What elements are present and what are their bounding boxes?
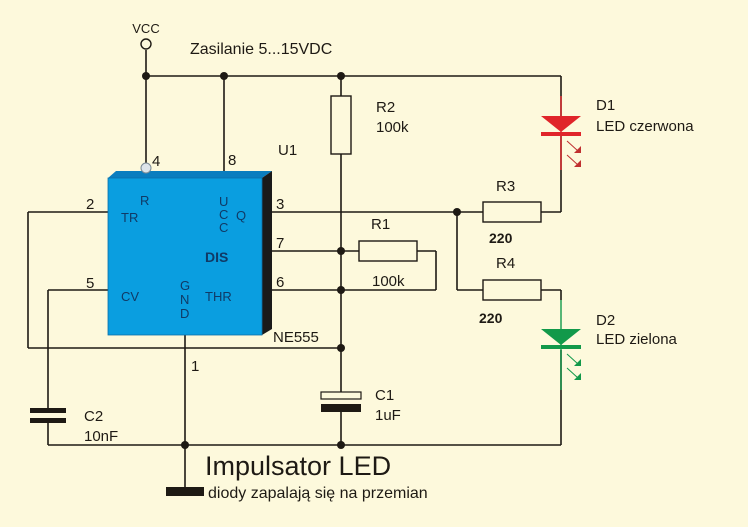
d2-arrowhead-icon: [574, 373, 581, 380]
diagram-title: Impulsator LED: [205, 451, 391, 481]
junction: [220, 72, 228, 80]
d1-led: [541, 96, 581, 170]
junctions: [142, 72, 461, 449]
d1-light-arrow-icon: [566, 140, 579, 152]
vcc-label: VCC: [132, 21, 159, 36]
pin-4-number: 4: [152, 153, 160, 170]
pin-6-number: 6: [276, 274, 284, 291]
r1-value: 100k: [372, 273, 405, 290]
r3-ref: R3: [496, 178, 515, 195]
r3-value: 220: [489, 230, 513, 246]
r3-resistor: [482, 201, 542, 223]
d1-triangle-icon: [541, 116, 581, 132]
ic-label-dis: DIS: [205, 249, 228, 265]
pin4-marker-icon: [140, 162, 152, 174]
pin-1-number: 1: [191, 358, 199, 375]
r4-resistor: [482, 279, 542, 301]
c1-plate-negative: [321, 404, 361, 412]
pin-3-number: 3: [276, 196, 284, 213]
c1-plate-positive: [320, 391, 362, 400]
d2-bar-icon: [541, 345, 581, 349]
c1-ref: C1: [375, 387, 394, 404]
d2-led: [541, 300, 581, 390]
r1-resistor: [358, 240, 418, 262]
c2-value: 10nF: [84, 428, 118, 445]
ground-icon: [166, 487, 204, 496]
ic-label-gnd-d: D: [180, 306, 189, 321]
r4-value: 220: [479, 310, 503, 326]
ic-side-face: [262, 171, 272, 335]
r2-resistor: [330, 95, 352, 155]
vcc-terminal-icon: [140, 38, 152, 50]
ic-label-thr: THR: [205, 289, 232, 304]
d1-desc: LED czerwona: [596, 118, 694, 135]
ic-label-gnd-n: N: [180, 292, 189, 307]
pin-8-number: 8: [228, 152, 236, 169]
d1-ref: D1: [596, 97, 615, 114]
c1-value: 1uF: [375, 407, 401, 424]
d2-arrowhead-icon: [574, 359, 581, 366]
ic-label-ucc-c1: C: [219, 207, 228, 222]
ic-part-label: NE555: [273, 329, 319, 346]
wires: [27, 50, 562, 490]
ic-ref-label: U1: [278, 142, 297, 159]
ic-label-tr: TR: [121, 210, 138, 225]
junction: [142, 72, 150, 80]
d1-light-arrow-icon: [566, 154, 579, 166]
c2-ref: C2: [84, 408, 103, 425]
ic-top-face: [108, 171, 272, 178]
d1-arrowhead-icon: [574, 160, 581, 167]
ic-ne555: R TR U C C Q DIS CV THR G N D: [107, 162, 272, 336]
ic-label-q: Q: [236, 208, 246, 223]
r2-value: 100k: [376, 119, 409, 136]
pin-5-number: 5: [86, 275, 94, 292]
junction: [453, 208, 461, 216]
pin-7-number: 7: [276, 235, 284, 252]
junction: [337, 72, 345, 80]
r4-ref: R4: [496, 255, 515, 272]
d2-ref: D2: [596, 312, 615, 329]
d2-light-arrow-icon: [566, 353, 579, 365]
ic-label-gnd-g: G: [180, 278, 190, 293]
c2-plate-bottom: [30, 418, 66, 423]
junction: [181, 441, 189, 449]
d1-bar-icon: [541, 132, 581, 136]
ic-label-ucc-c2: C: [219, 220, 228, 235]
pin-2-number: 2: [86, 196, 94, 213]
ic-label-cv: CV: [121, 289, 139, 304]
diagram-subtitle: diody zapalają się na przemian: [208, 485, 428, 502]
junction: [337, 344, 345, 352]
d2-triangle-icon: [541, 329, 581, 345]
ic-front-face: [107, 177, 263, 336]
ic-label-ucc-u: U: [219, 194, 228, 209]
junction: [337, 286, 345, 294]
d2-light-arrow-icon: [566, 367, 579, 379]
d2-desc: LED zielona: [596, 331, 678, 348]
r1-ref: R1: [371, 216, 390, 233]
ic-label-r: R: [140, 193, 149, 208]
r2-ref: R2: [376, 99, 395, 116]
junction: [337, 441, 345, 449]
junction: [337, 247, 345, 255]
c2-plate-top: [30, 408, 66, 413]
supply-label: Zasilanie 5...15VDC: [190, 41, 332, 58]
d1-arrowhead-icon: [574, 146, 581, 153]
